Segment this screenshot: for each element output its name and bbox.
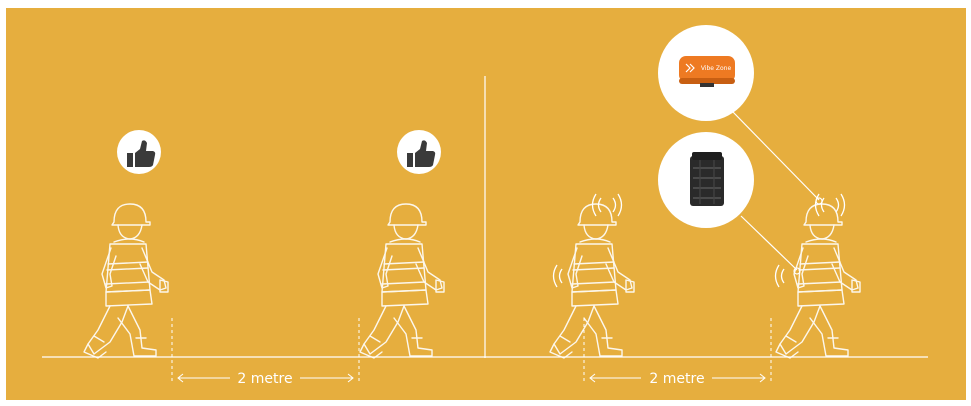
- device-brand-label: Vibe Zone: [701, 65, 732, 72]
- black-vest-pouch-icon: [690, 152, 724, 206]
- vest-device-badge: [658, 132, 754, 228]
- distance-label-right: 2 metre: [649, 371, 704, 387]
- distance-label-left: 2 metre: [237, 371, 292, 387]
- helmet-device-badge: Vibe Zone: [658, 25, 754, 121]
- thumbs-up-badge-2: [397, 130, 441, 174]
- orange-tag-device-icon: Vibe Zone: [679, 56, 735, 87]
- thumbs-up-badge-1: [117, 130, 161, 174]
